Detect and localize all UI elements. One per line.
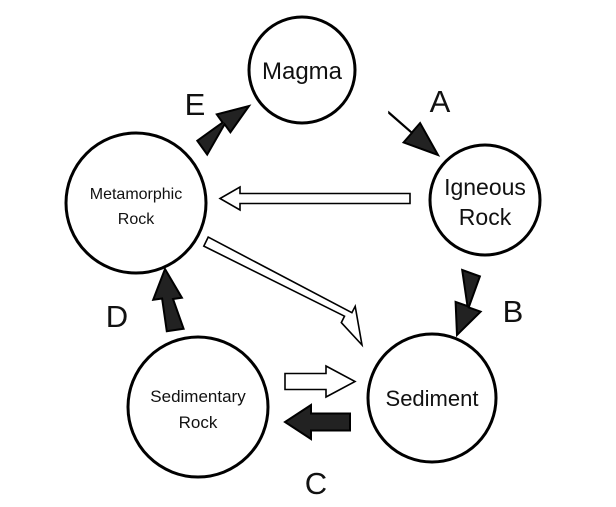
node-metamorphic-rock-label-line1: Metamorphic bbox=[90, 186, 182, 203]
node-sediment-circle bbox=[366, 332, 498, 464]
node-igneous-rock: Igneous Rock bbox=[428, 143, 542, 257]
node-sediment: Sediment bbox=[366, 332, 498, 464]
node-metamorphic-rock-label-line2: Rock bbox=[118, 211, 155, 228]
arrow-d-sedimentary-to-metamorphic bbox=[151, 266, 185, 333]
arrow-c-sediment-to-sedimentary bbox=[283, 403, 351, 441]
arrow-b-igneous-to-sediment bbox=[454, 268, 483, 338]
arrow-sedimentary-to-sediment bbox=[284, 364, 357, 399]
label-c: C bbox=[305, 466, 327, 501]
node-metamorphic-rock: Metamorphic Rock bbox=[64, 131, 208, 275]
arrow-metamorphic-to-sediment bbox=[202, 236, 364, 348]
node-sedimentary-rock: Sedimentary Rock bbox=[126, 335, 270, 479]
node-sediment-label: Sediment bbox=[386, 386, 479, 411]
node-sedimentary-rock-circle bbox=[126, 335, 270, 479]
arrow-a-magma-to-igneous bbox=[388, 110, 441, 157]
node-magma-circle bbox=[247, 15, 357, 125]
label-b: B bbox=[503, 294, 524, 329]
node-magma: Magma bbox=[247, 15, 357, 125]
arrow-igneous-to-metamorphic bbox=[218, 185, 411, 212]
node-magma-label: Magma bbox=[262, 58, 343, 85]
arrow-e-metamorphic-to-magma bbox=[195, 104, 252, 157]
label-d: D bbox=[106, 299, 128, 334]
node-metamorphic-rock-circle bbox=[64, 131, 208, 275]
node-sedimentary-rock-label-line2: Rock bbox=[179, 413, 218, 432]
label-e: E bbox=[185, 87, 206, 122]
node-igneous-rock-label-line1: Igneous bbox=[444, 174, 526, 200]
node-igneous-rock-label-line2: Rock bbox=[459, 204, 512, 230]
label-a: A bbox=[430, 84, 451, 119]
node-sedimentary-rock-label-line1: Sedimentary bbox=[150, 387, 246, 406]
node-igneous-rock-circle bbox=[428, 143, 542, 257]
